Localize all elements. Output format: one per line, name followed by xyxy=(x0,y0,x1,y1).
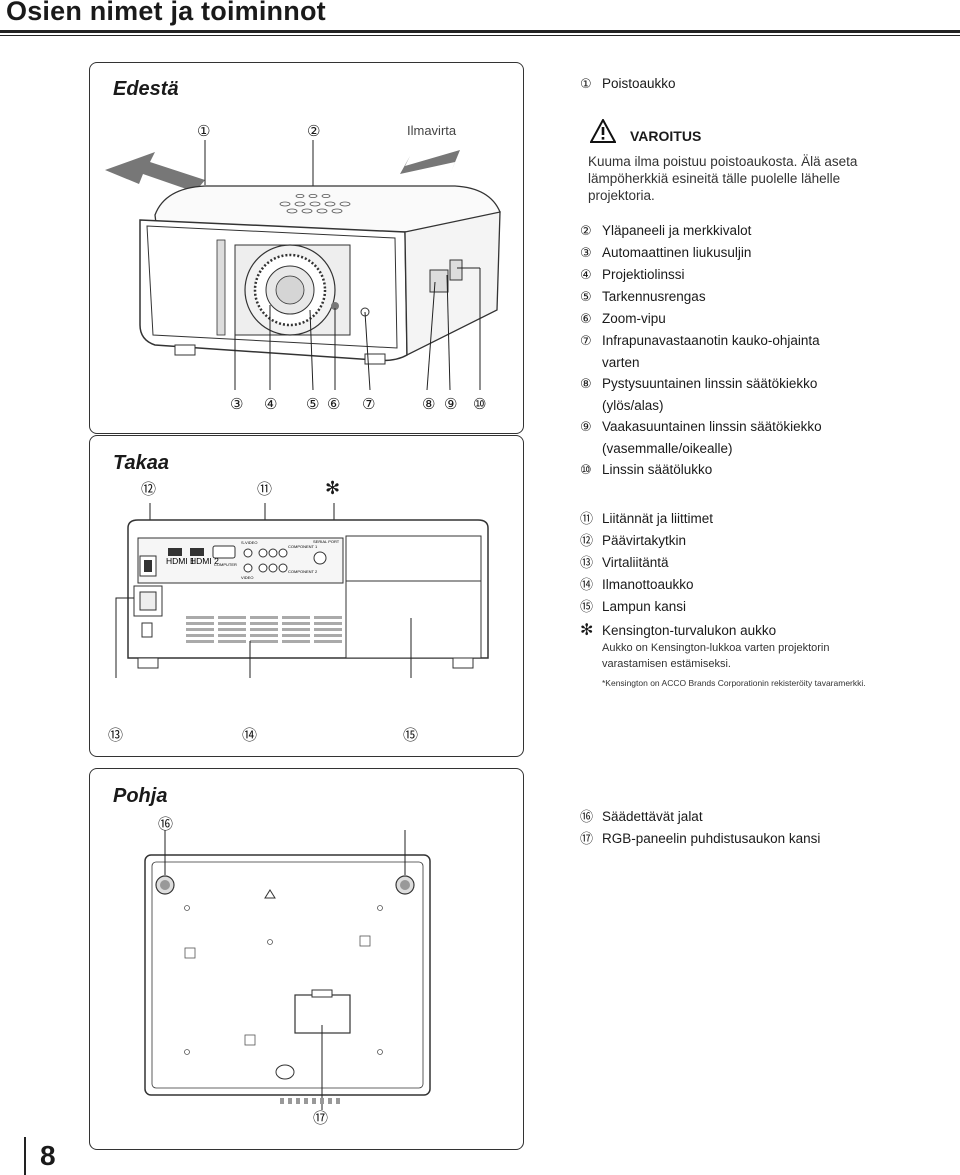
panel-label-hdmi2: HDMI 2 xyxy=(190,556,219,566)
callout-7: ⑦ xyxy=(362,395,376,413)
kensington-description: Aukko on Kensington-lukkoa varten projek… xyxy=(602,642,830,670)
warning-text: Kuuma ilma poistuu poistoaukosta. Älä as… xyxy=(588,154,858,203)
warning-triangle-icon xyxy=(590,119,616,143)
section-label-rear: Takaa xyxy=(113,452,169,474)
header-rule xyxy=(0,30,960,33)
callout-16: ⑯ xyxy=(158,815,174,833)
callout-kensington: ✻ xyxy=(325,478,341,499)
section-label-front: Edestä xyxy=(113,78,179,100)
panel-label-serial: SERIAL PORT xyxy=(313,539,340,544)
callout-15: ⑮ xyxy=(403,726,419,744)
kensington-item: ✻ Kensington-turvalukon aukko xyxy=(580,619,776,641)
callout-3: ③ xyxy=(230,395,244,413)
panel-label-video: VIDEO xyxy=(241,575,253,580)
list-item: (ylös/alas) xyxy=(602,398,664,413)
intake-arrow-icon xyxy=(400,150,460,174)
panel-label-component1: COMPONENT 1 xyxy=(288,544,318,549)
callout-6: ⑥ xyxy=(327,395,341,413)
kensington-label: Kensington-turvalukon aukko xyxy=(602,623,777,638)
panel-label-component2: COMPONENT 2 xyxy=(288,569,318,574)
callout-9: ⑨ xyxy=(444,395,458,413)
callout-4: ④ xyxy=(264,395,278,413)
warning-title: VAROITUS xyxy=(630,128,702,144)
callout-8: ⑧ xyxy=(422,395,436,413)
list-item: varten xyxy=(602,355,640,370)
airflow-label: Ilmavirta xyxy=(407,123,457,138)
callout-12: ⑫ xyxy=(141,480,157,498)
kensington-icon: ✻ xyxy=(580,620,594,639)
callout-13: ⑬ xyxy=(108,726,124,744)
callout-2: ② xyxy=(307,122,321,140)
kensington-footnote: *Kensington on ACCO Brands Corporationin… xyxy=(602,678,866,688)
bottom-projector-illustration xyxy=(144,830,431,1110)
front-projector-illustration xyxy=(105,140,501,391)
callout-17: ⑰ xyxy=(313,1109,329,1127)
callout-11: ⑪ xyxy=(257,480,273,498)
header-rule-thin xyxy=(0,35,960,36)
panel-label-hdmi1: HDMI 1 xyxy=(166,556,195,566)
panel-label-computer: COMPUTER xyxy=(214,562,237,567)
list-item: (vasemmalle/oikealle) xyxy=(602,441,733,456)
exhaust-arrow-icon xyxy=(105,152,205,192)
callout-1: ① xyxy=(197,122,211,140)
page-title: Osien nimet ja toiminnot xyxy=(6,0,326,26)
callout-14: ⑭ xyxy=(242,726,258,744)
callout-5: ⑤ xyxy=(306,395,320,413)
rear-projector-illustration: HDMI 1 HDMI 2 COMPUTER S-VIDEO VIDEO COM… xyxy=(115,503,489,678)
list-item-number: ① xyxy=(580,77,592,92)
page-number-bar xyxy=(24,1137,26,1175)
panel-label-svideo: S-VIDEO xyxy=(241,540,257,545)
list-item-1: ① Poistoaukko xyxy=(580,73,676,95)
page-number: 8 xyxy=(40,1140,56,1171)
list-item-label: Poistoaukko xyxy=(602,76,676,91)
callout-10: ⑩ xyxy=(473,395,487,413)
section-label-bottom: Pohja xyxy=(113,785,168,807)
